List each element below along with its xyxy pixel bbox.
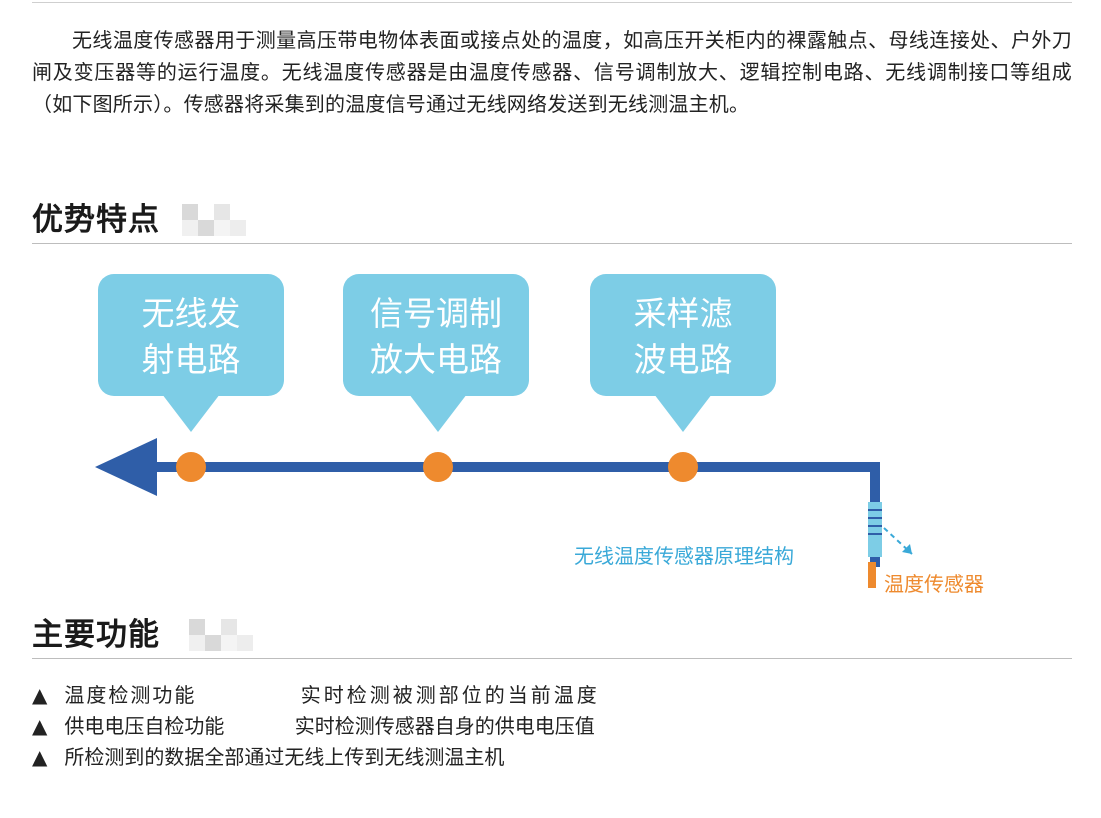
feature-name: 所检测到的数据全部通过无线上传到无线测温主机 (64, 745, 505, 769)
node-2 (423, 452, 453, 482)
bubble-signal-amp: 信号调制 放大电路 (343, 274, 529, 432)
bubble-1-line-1: 无线发 (142, 294, 241, 333)
signal-path (95, 438, 913, 588)
list-item: ▲ 所检测到的数据全部通过无线上传到无线测温主机 (32, 742, 600, 773)
bubble-2-line-2: 放大电路 (370, 340, 502, 379)
triangle-bullet-icon: ▲ (32, 745, 48, 769)
section-header-functions: 主要功能 (32, 615, 1072, 659)
feature-desc: 实时检测传感器自身的供电电压值 (294, 714, 595, 738)
checker-decoration (189, 619, 253, 651)
bubble-1-line-2: 射电路 (142, 340, 241, 379)
list-item: ▲ 温度检测功能 实时检测被测部位的当前温度 (32, 680, 600, 711)
sensor-label: 温度传感器 (884, 572, 984, 596)
checker-decoration (182, 204, 246, 236)
triangle-bullet-icon: ▲ (32, 683, 48, 707)
node-3 (668, 452, 698, 482)
bubble-2-line-1: 信号调制 (370, 294, 502, 333)
arrow-left-icon (95, 438, 157, 496)
features-list: ▲ 温度检测功能 实时检测被测部位的当前温度 ▲ 供电电压自检功能 实时检测传感… (32, 680, 600, 773)
feature-desc: 实时检测被测部位的当前温度 (300, 683, 600, 707)
diagram-caption: 无线温度传感器原理结构 (574, 544, 794, 568)
bubble-3-line-2: 波电路 (634, 340, 733, 379)
bubble-3-line-1: 采样滤 (634, 294, 733, 333)
pointer-arrow-icon (902, 544, 912, 554)
feature-name: 温度检测功能 (64, 683, 197, 707)
bubble-sampling-filter: 采样滤 波电路 (590, 274, 776, 432)
section-rule (32, 243, 1072, 244)
intro-paragraph: 无线温度传感器用于测量高压带电物体表面或接点处的温度，如高压开关柜内的裸露触点、… (32, 28, 1072, 116)
section-title-advantages: 优势特点 (32, 202, 160, 238)
sensor-tip (868, 562, 876, 588)
section-rule (32, 658, 1072, 659)
section-title-functions: 主要功能 (32, 617, 160, 653)
principle-diagram: 无线发 射电路 信号调制 放大电路 采样滤 波电路 (0, 250, 1101, 610)
section-header-advantages: 优势特点 (32, 200, 1072, 244)
node-1 (176, 452, 206, 482)
diagram-svg: 无线发 射电路 信号调制 放大电路 采样滤 波电路 (95, 274, 913, 588)
list-item: ▲ 供电电压自检功能 实时检测传感器自身的供电电压值 (32, 711, 600, 742)
triangle-bullet-icon: ▲ (32, 714, 48, 738)
bubble-wireless-tx: 无线发 射电路 (98, 274, 284, 432)
top-divider (32, 2, 1072, 3)
feature-name: 供电电压自检功能 (64, 714, 225, 738)
